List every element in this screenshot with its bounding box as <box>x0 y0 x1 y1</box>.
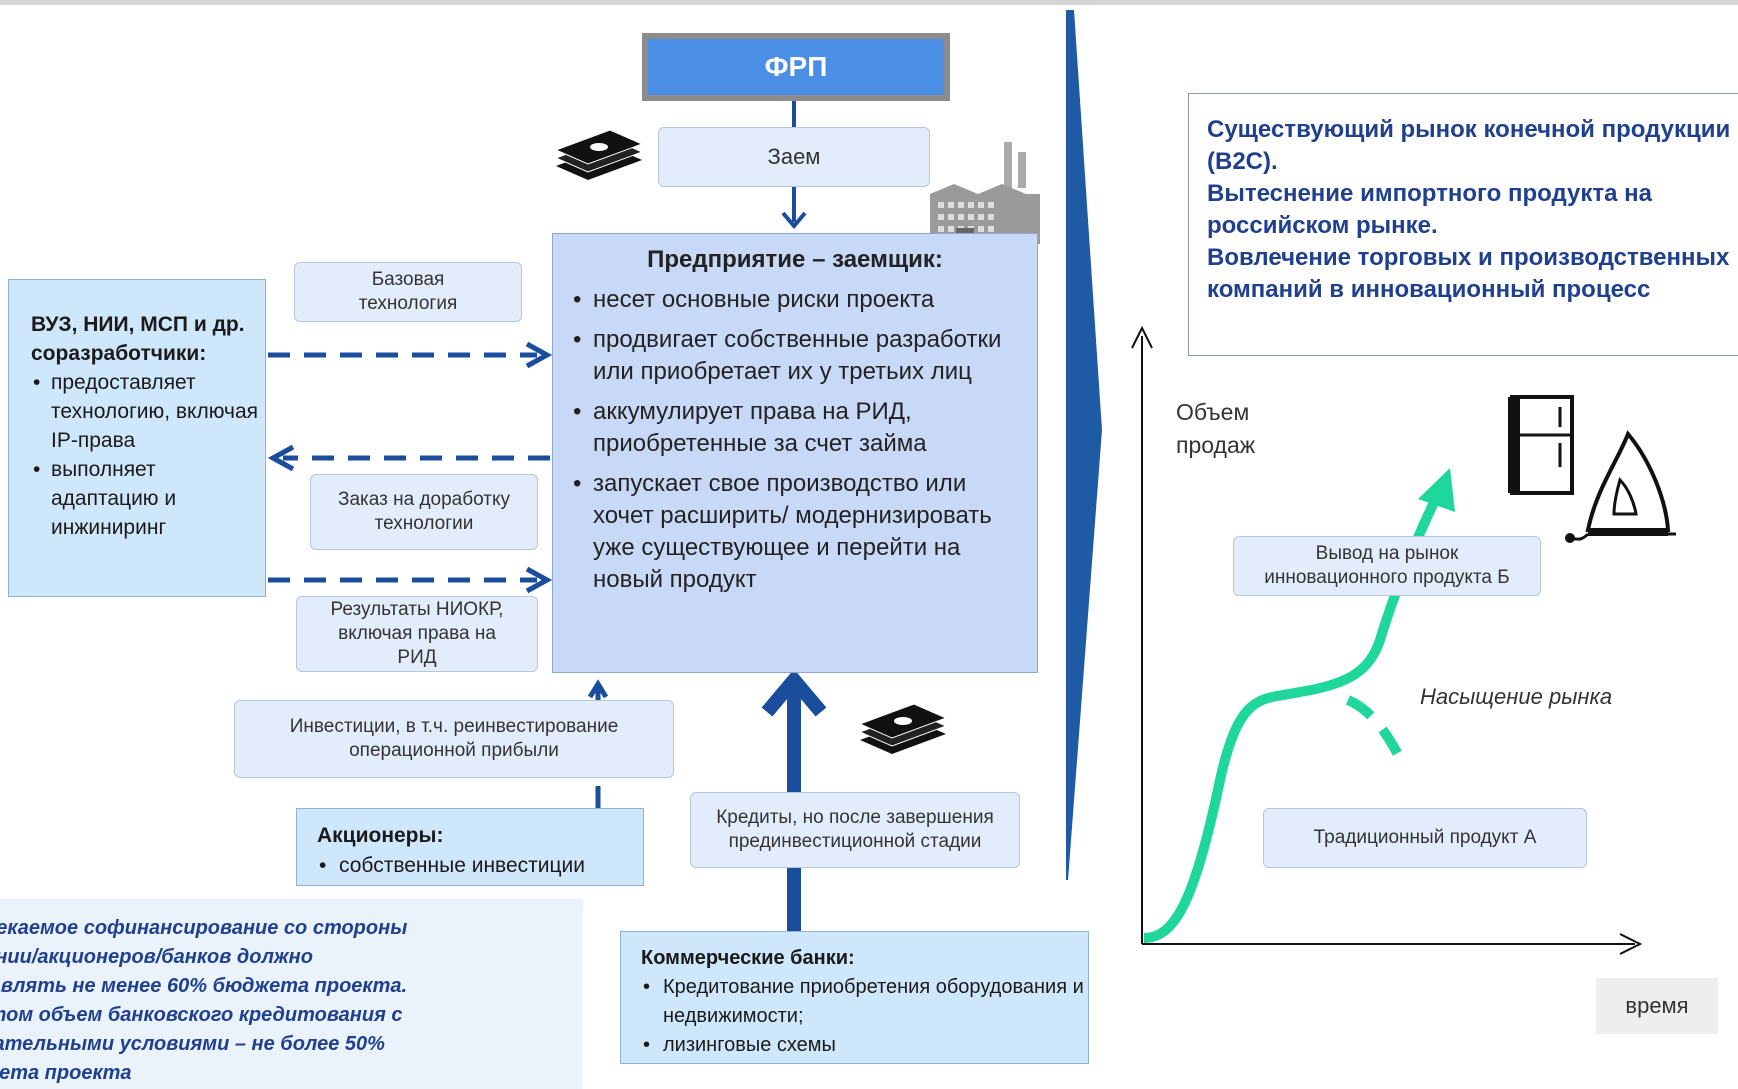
vuz-bullet: предоставляет технологию, включая IP-пра… <box>31 368 259 455</box>
market-box: Существующий рынок конечной продукции (B… <box>1188 93 1738 356</box>
enterprise-bullet: запускает свое производство или хочет ра… <box>571 468 1025 596</box>
results-label: Результаты НИОКР, включая права на РИД <box>330 599 504 668</box>
saturation-curve <box>1345 695 1407 765</box>
product-a-label: Традиционный продукт А <box>1313 827 1537 849</box>
x-axis-label: время <box>1625 993 1689 1019</box>
shareholders-box: Акционеры: собственные инвестиции <box>296 808 644 886</box>
order-label: Заказ на доработку технологии <box>337 489 510 534</box>
market-text: Существующий рынок конечной продукции (B… <box>1207 116 1731 303</box>
product-a-box: Традиционный продукт А <box>1263 808 1587 868</box>
product-b-label: Вывод на рынок инновационного продукта Б <box>1264 543 1510 588</box>
vuz-title: ВУЗ, НИИ, МСП и др. соразработчики: <box>31 313 245 365</box>
cofinancing-note-box <box>0 899 583 1089</box>
order-box: Заказ на доработку технологии <box>310 474 538 550</box>
shareholders-bullets: собственные инвестиции <box>317 851 643 881</box>
enterprise-bullets: несет основные риски проекта продвигает … <box>571 284 1025 604</box>
banks-bullet: Кредитование приобретения оборудования и… <box>641 973 1088 1031</box>
x-axis-label-box: время <box>1596 978 1718 1034</box>
money-stack-icon <box>554 129 644 180</box>
shareholders-title: Акционеры: <box>317 824 444 847</box>
factory-icon <box>930 142 1040 244</box>
banks-bullets: Кредитование приобретения оборудования и… <box>641 973 1088 1060</box>
results-box: Результаты НИОКР, включая права на РИД <box>296 596 538 672</box>
vuz-bullet: выполняет адаптацию и инжиниринг <box>31 455 259 542</box>
enterprise-bullet: несет основные риски проекта <box>571 284 1025 316</box>
investments-label: Инвестиции, в т.ч. реинвестирование опер… <box>289 716 619 761</box>
investments-box: Инвестиции, в т.ч. реинвестирование опер… <box>234 700 674 778</box>
enterprise-bullet: продвигает собственные разработки или пр… <box>571 324 1025 388</box>
vuz-bullets: предоставляет технологию, включая IP-пра… <box>31 368 259 542</box>
y-axis-label: Объем продаж <box>1176 399 1256 458</box>
fridge-icon <box>1508 395 1574 495</box>
base-tech-label: Базовая технология <box>358 269 458 314</box>
banks-title: Коммерческие банки: <box>641 947 855 969</box>
growth-arrowhead <box>1418 468 1455 512</box>
base-tech-box: Базовая технология <box>294 262 522 322</box>
vuz-box: ВУЗ, НИИ, МСП и др. соразработчики: пред… <box>8 279 266 597</box>
loan-label: Заем <box>767 144 821 170</box>
product-b-box: Вывод на рынок инновационного продукта Б <box>1233 536 1541 596</box>
saturation-label: Насыщение рынка <box>1420 684 1613 709</box>
divider-chevron <box>1066 10 1102 880</box>
top-border <box>0 0 1738 5</box>
shareholders-bullet: собственные инвестиции <box>317 851 643 881</box>
banks-bullet: лизинговые схемы <box>641 1031 1088 1060</box>
credits-label: Кредиты, но после завершения прединвести… <box>716 807 994 852</box>
enterprise-bullet: аккумулирует права на РИД, приобретенные… <box>571 396 1025 460</box>
iron-icon <box>1565 430 1676 543</box>
frp-label: ФРП <box>764 51 828 82</box>
frp-box: ФРП <box>642 33 950 101</box>
banks-box: Коммерческие банки: Кредитование приобре… <box>620 931 1089 1064</box>
enterprise-box: Предприятие – заемщик: несет основные ри… <box>552 233 1038 673</box>
enterprise-title: Предприятие – заемщик: <box>647 246 943 273</box>
credits-box: Кредиты, но после завершения прединвести… <box>690 792 1020 868</box>
loan-box: Заем <box>658 127 930 187</box>
cofinancing-note: влекаемое софинансирование со стороны па… <box>0 917 408 1084</box>
money-stack-icon <box>858 703 948 754</box>
